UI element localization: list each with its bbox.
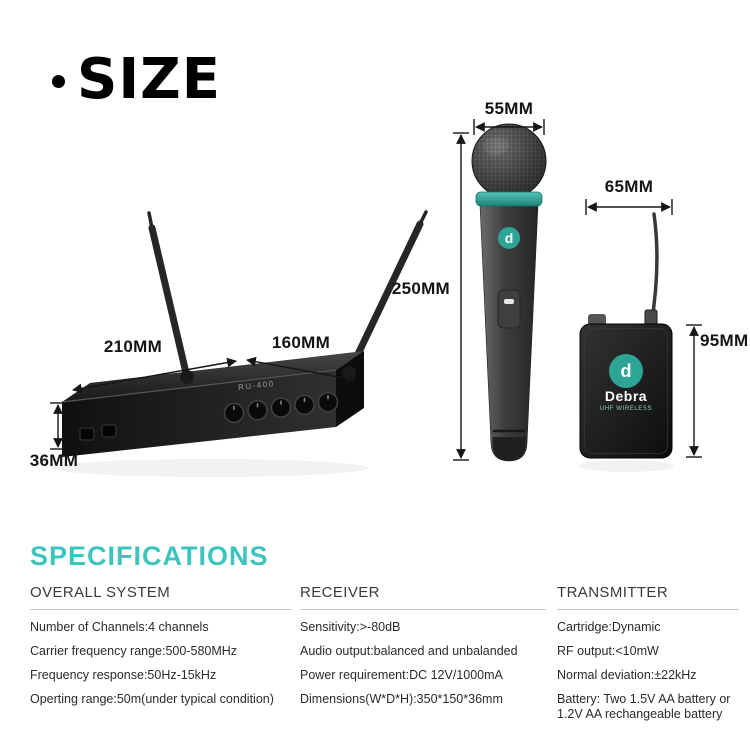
product-illustration: d d [50, 119, 702, 477]
label-receiver-width: 210MM [103, 337, 163, 356]
bodypack-sub-text: UHF WIRELESS [599, 406, 653, 412]
bodypack-antenna-icon [649, 212, 659, 328]
spec-column-receiver: RECEIVER Sensitivity:>-80dB Audio output… [300, 584, 546, 716]
spec-line: Operting range:50m(under typical conditi… [30, 692, 274, 706]
bodypack-brand-text: Debra [604, 388, 648, 404]
bodypack-body [579, 323, 673, 459]
bodypack-shadow [578, 460, 674, 472]
label-pack-width: 65MM [604, 177, 654, 196]
size-title-text: SIZE [77, 47, 222, 112]
spec-column-transmitter: TRANSMITTER Cartridge:Dynamic RF output:… [557, 584, 739, 731]
mic-accent-ring [475, 191, 543, 207]
mic-power-led [504, 299, 514, 304]
label-mic-height: 250MM [391, 279, 450, 298]
mic-logo-letter: d [505, 230, 514, 246]
spec-line: Number of Channels:4 channels [30, 620, 209, 634]
spec-line: Battery: Two 1.5V AA battery or 1.2V AA … [557, 692, 731, 721]
spec-line: Carrier frequency range:500-580MHz [30, 644, 238, 658]
label-receiver-height: 36MM [29, 451, 79, 470]
spec-line: Cartridge:Dynamic [557, 620, 661, 634]
bullet-dot-icon [52, 74, 65, 88]
bodypack-brand-logo-icon [609, 354, 643, 388]
spec-line: Normal deviation:±22kHz [557, 668, 697, 682]
receiver-antennas [147, 210, 428, 381]
specifications-title: SPECIFICATIONS [30, 541, 269, 571]
antenna-port [101, 424, 117, 438]
handheld-mic-illustration: d [471, 123, 547, 462]
spec-line: RF output:<10mW [557, 644, 659, 658]
mic-brand-logo-icon [498, 227, 520, 249]
spec-line: Audio output:balanced and unbalanded [300, 644, 518, 658]
spec-header: OVERALL SYSTEM [30, 584, 292, 610]
page-title: SIZE [52, 52, 221, 108]
receiver-shadow [52, 459, 368, 477]
dim-line-receiver-depth [246, 356, 356, 384]
mic-body [479, 204, 539, 462]
spec-line: Frequency response:50Hz-15kHz [30, 668, 217, 682]
spec-line: Dimensions(W*D*H):350*150*36mm [300, 692, 503, 706]
spec-line: Sensitivity:>-80dB [300, 620, 401, 634]
spec-column-overall-system: OVERALL SYSTEM Number of Channels:4 chan… [30, 584, 292, 716]
receiver-front-face [62, 370, 336, 457]
right-antenna-icon [345, 220, 424, 377]
mic-power-button [497, 289, 521, 329]
label-pack-height: 95MM [700, 331, 749, 350]
antenna-hinge [180, 370, 194, 384]
bodypack-logo-letter: d [621, 361, 632, 381]
left-antenna-icon [148, 224, 191, 381]
label-mic-width: 55MM [484, 99, 534, 118]
dim-line-receiver-width [72, 357, 237, 394]
spec-header: RECEIVER [300, 584, 546, 610]
dimension-lines [50, 119, 702, 461]
antenna-port [79, 427, 95, 441]
mic-end-cap [492, 437, 526, 461]
label-receiver-depth: 160MM [271, 333, 331, 352]
spec-line: Power requirement:DC 12V/1000mA [300, 668, 503, 682]
receiver-knobs [223, 391, 339, 424]
belt-clip [588, 314, 606, 326]
spec-header: TRANSMITTER [557, 584, 739, 610]
bodypack-illustration: d [578, 212, 674, 472]
